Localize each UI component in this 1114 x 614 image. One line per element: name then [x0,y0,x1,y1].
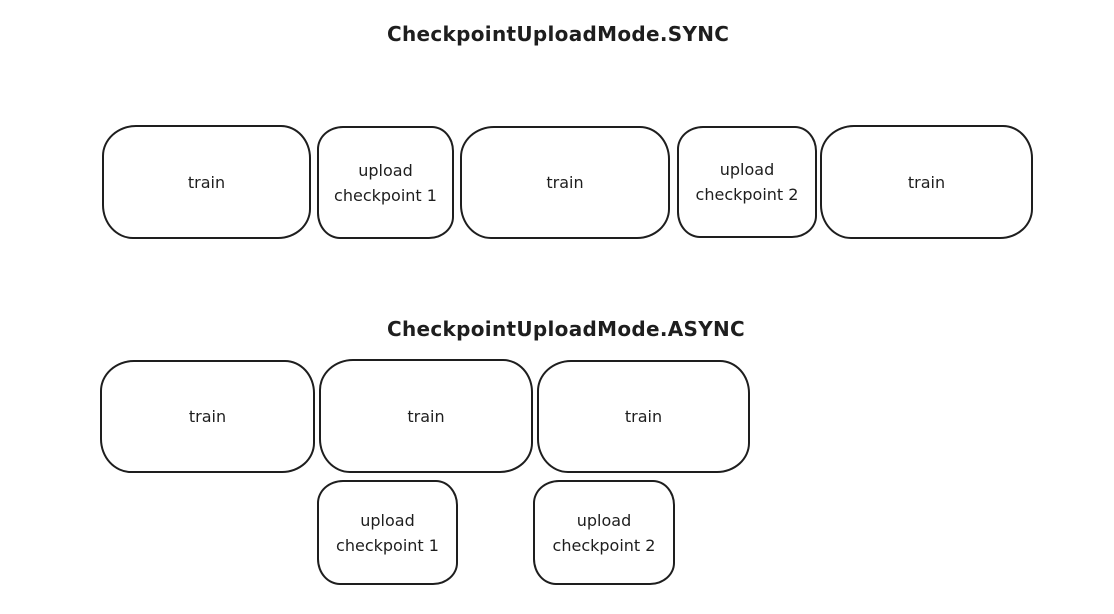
block-label: train [188,407,227,426]
async-train-block-2: train [319,359,533,473]
block-label: upload checkpoint 1 [334,160,437,205]
async-train-block-1: train [100,360,315,473]
async-upload-checkpoint-1-block: upload checkpoint 1 [317,480,458,585]
block-label: train [624,407,663,426]
sync-upload-checkpoint-2-block: upload checkpoint 2 [677,126,817,238]
sync-upload-checkpoint-1-block: upload checkpoint 1 [317,126,454,239]
async-upload-checkpoint-2-block: upload checkpoint 2 [533,480,675,585]
async-section-title: CheckpointUploadMode.ASYNC [387,317,746,341]
sync-section-title: CheckpointUploadMode.SYNC [387,22,730,46]
block-label: train [907,172,946,192]
block-label: train [407,406,445,426]
block-label: upload checkpoint 1 [336,510,439,555]
block-label: train [187,172,226,192]
block-label: train [546,173,584,192]
sync-train-block-2: train [460,126,670,239]
block-label: upload checkpoint 2 [695,160,799,204]
sync-train-block-1: train [102,125,311,239]
block-label: upload checkpoint 2 [552,510,656,555]
async-train-block-3: train [537,360,750,473]
sync-train-block-3: train [820,125,1033,239]
